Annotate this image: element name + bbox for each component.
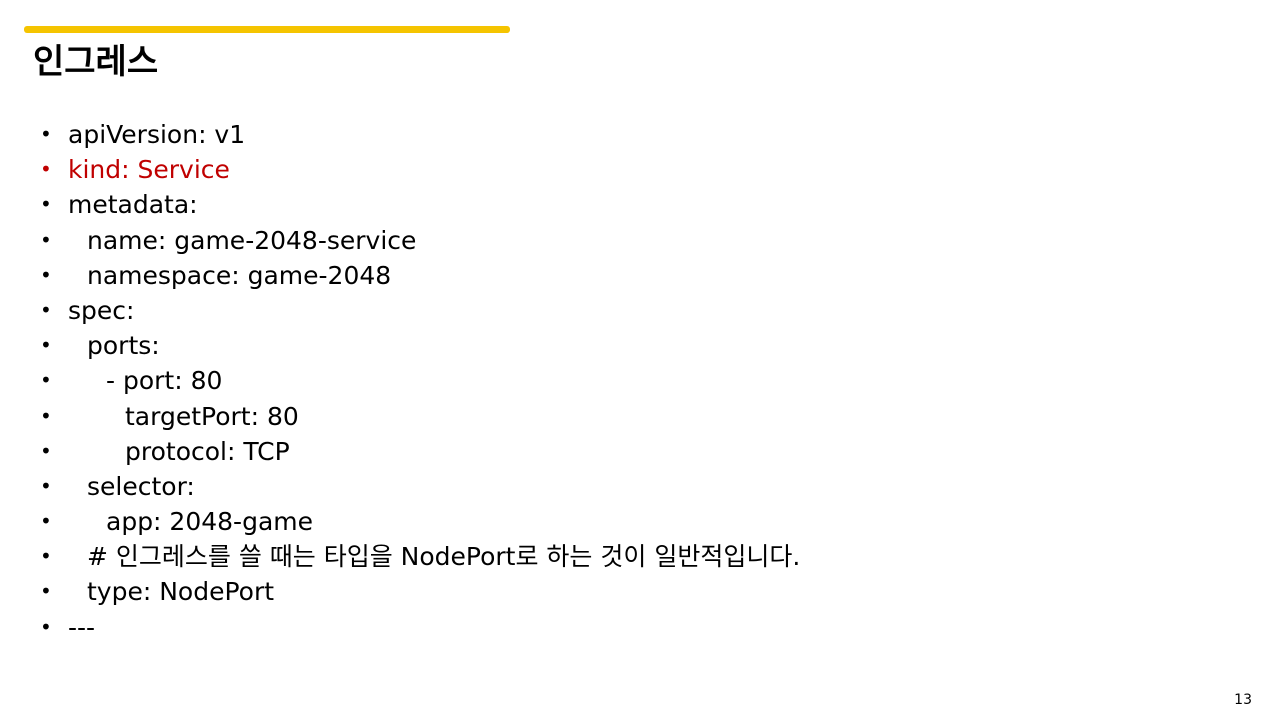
bullet-item: • name: game-2048-service [40,223,800,258]
bullet-item: • selector: [40,469,800,504]
title-accent-bar [24,26,510,33]
bullet-item: • protocol: TCP [40,434,800,469]
bullet-list: •apiVersion: v1•kind: Service•metadata:•… [40,117,800,645]
bullet-item: • --- [40,610,800,645]
bullet-text: metadata: [68,190,198,220]
bullet-item: • targetPort: 80 [40,399,800,434]
bullet-dot-icon: • [40,122,52,146]
bullet-item: • # 인그레스를 쓸 때는 타입을 NodePort로 하는 것이 일반적입니다… [40,539,800,574]
bullet-item: • metadata: [40,187,800,222]
bullet-text: kind: Service [68,155,230,185]
bullet-text: ports: [87,331,160,361]
bullet-dot-icon: • [40,544,52,569]
bullet-dot-icon: • [40,368,52,393]
bullet-dot-icon: • [40,227,52,252]
bullet-item: • ports: [40,328,800,363]
page-number: 13 [1234,692,1252,708]
bullet-item: • kind: Service [40,152,800,187]
bullet-dot-icon: • [40,192,52,217]
bullet-dot-icon: • [40,509,52,534]
bullet-dot-icon: • [40,157,52,182]
bullet-item: • namespace: game-2048 [40,258,800,293]
bullet-dot-icon: • [40,579,52,604]
bullet-text: # 인그레스를 쓸 때는 타입을 NodePort로 하는 것이 일반적입니다. [87,542,801,572]
bullet-text: --- [68,612,96,642]
bullet-item: • apiVersion: v1 [40,117,800,152]
bullet-dot-icon: • [40,438,52,463]
bullet-text: type: NodePort [87,577,275,607]
bullet-item: • spec: [40,293,800,328]
bullet-text: protocol: TCP [125,436,290,466]
bullet-text: targetPort: 80 [125,401,299,431]
bullet-item: • app: 2048-game [40,504,800,539]
bullet-text: selector: [87,471,195,501]
bullet-text: namespace: game-2048 [87,260,392,290]
slide-title: 인그레스 [33,42,159,82]
bullet-dot-icon: • [40,297,52,322]
bullet-dot-icon: • [40,473,52,498]
bullet-dot-icon: • [40,614,52,639]
bullet-dot-icon: • [40,262,52,287]
bullet-text: name: game-2048-service [87,225,417,255]
bullet-text: spec: [68,295,135,325]
bullet-text: app: 2048-game [106,507,313,537]
bullet-item: • - port: 80 [40,363,800,398]
bullet-dot-icon: • [40,333,52,358]
bullet-dot-icon: • [40,403,52,428]
bullet-text: apiVersion: v1 [68,120,246,149]
bullet-item: • type: NodePort [40,574,800,609]
bullet-text: - port: 80 [106,366,223,396]
